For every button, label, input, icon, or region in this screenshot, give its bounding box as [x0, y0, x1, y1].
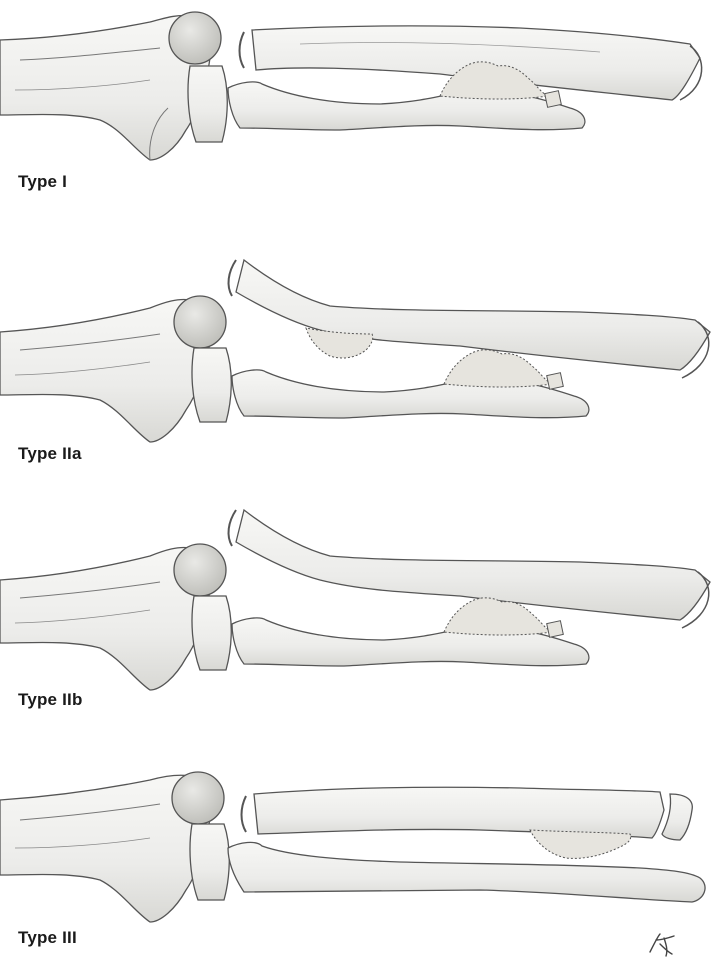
bone-fragment	[547, 621, 564, 638]
radius	[254, 787, 664, 838]
artist-signature	[646, 930, 680, 958]
radial-head	[229, 510, 236, 546]
elbow-illustration-type-1	[0, 0, 720, 200]
panel-type-2a: Type IIa	[0, 250, 720, 470]
panel-type-2b: Type IIb	[0, 500, 720, 710]
trochlea	[192, 348, 231, 422]
radial-head	[229, 260, 236, 296]
trochlea	[192, 596, 231, 670]
panel-type-3: Type III	[0, 760, 720, 960]
radius-callus	[530, 830, 631, 858]
radial-distal-fragment	[662, 794, 692, 840]
panel-type-1: Type I	[0, 0, 720, 200]
elbow-illustration-type-3	[0, 760, 720, 960]
capitellum	[169, 12, 221, 64]
ulna	[228, 842, 705, 902]
type-label: Type IIb	[18, 690, 83, 710]
trochlea	[190, 824, 229, 900]
radial-head	[240, 32, 245, 68]
type-label: Type I	[18, 172, 67, 192]
radial-head	[242, 796, 247, 832]
capitellum	[174, 544, 226, 596]
type-label: Type IIa	[18, 444, 82, 464]
capitellum	[174, 296, 226, 348]
elbow-illustration-type-2b	[0, 500, 720, 710]
bone-fragment	[547, 373, 564, 390]
trochlea	[188, 66, 227, 142]
type-label: Type III	[18, 928, 77, 948]
capitellum	[172, 772, 224, 824]
elbow-illustration-type-2a	[0, 250, 720, 470]
bone-fragment	[545, 91, 562, 108]
